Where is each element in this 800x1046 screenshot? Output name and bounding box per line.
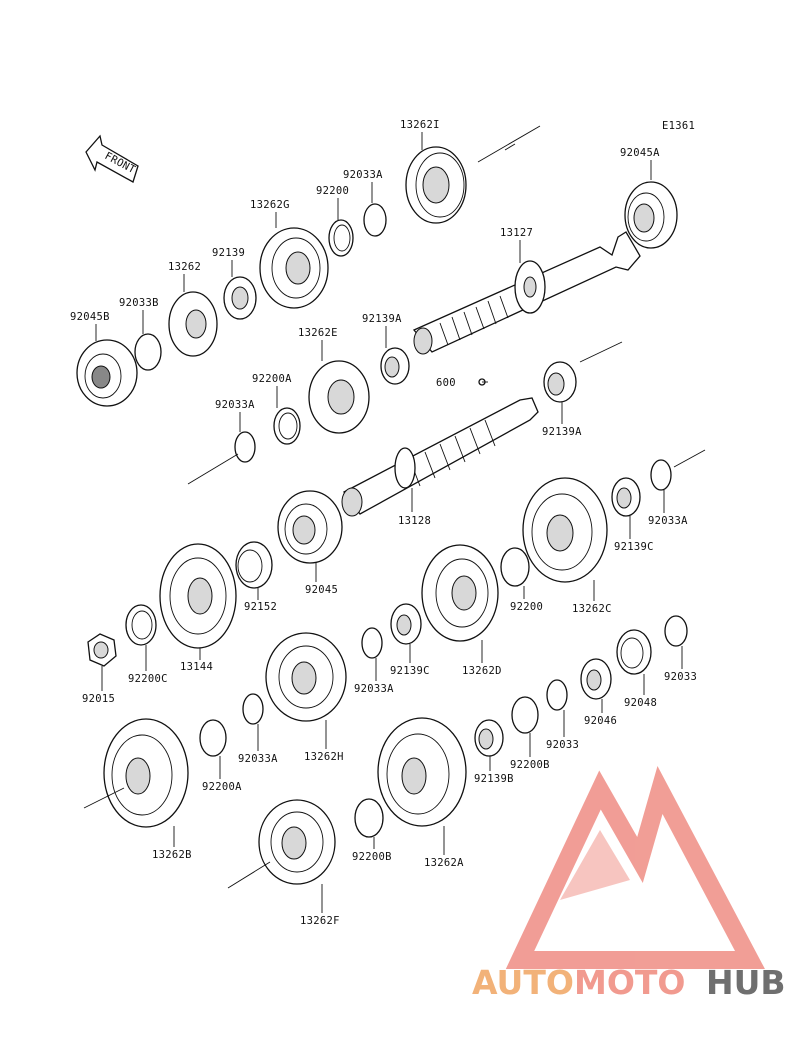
label-92139: 92139 <box>212 247 245 259</box>
label-92139A-upper: 92139A <box>362 313 402 325</box>
circlip-92033A-left <box>187 431 256 485</box>
label-13262A: 13262A <box>424 857 464 869</box>
bearing-92045 <box>277 490 343 564</box>
label-92033A-top: 92033A <box>343 169 383 181</box>
label-92045B: 92045B <box>70 311 110 323</box>
output-shaft-13128 <box>341 341 623 517</box>
washer-92200B-right <box>511 696 539 734</box>
needle-bearing-92139C-mid <box>390 603 422 645</box>
label-92048: 92048 <box>624 697 657 709</box>
label-600: 600 <box>436 377 456 389</box>
washer-92200-mid <box>500 547 530 587</box>
label-13262I: 13262I <box>400 119 440 131</box>
label-92152: 92152 <box>244 601 277 613</box>
collar-92152 <box>235 541 273 589</box>
label-13262E: 13262E <box>298 327 338 339</box>
gear-13262C <box>522 477 608 583</box>
washer-92200C <box>125 604 157 646</box>
gear-13262A <box>377 717 467 827</box>
bushing-92139A-upper <box>380 347 410 385</box>
label-92033A-mid: 92033A <box>354 683 394 695</box>
automotohub-logo-icon <box>505 766 765 969</box>
label-13262B: 13262B <box>152 849 192 861</box>
label-92015: 92015 <box>82 693 115 705</box>
label-13127: 13127 <box>500 227 533 239</box>
automotohub-watermark: AUTO MOTO HUB <box>472 766 786 1002</box>
collar-92048 <box>616 629 652 675</box>
washer-92200B-low <box>354 798 384 838</box>
label-92139B: 92139B <box>474 773 514 785</box>
needle-bearing-92139 <box>223 276 257 320</box>
diagram-code: E1361 <box>662 120 695 132</box>
label-92139C-mid: 92139C <box>390 665 430 677</box>
watermark-word-moto: MOTO <box>574 963 685 1002</box>
label-13144: 13144 <box>180 661 213 673</box>
label-13262D: 13262D <box>462 665 502 677</box>
washer-92200-top <box>328 219 354 257</box>
nut-92015 <box>87 633 117 667</box>
gear-13262D <box>421 544 499 642</box>
watermark-word-auto: AUTO <box>472 963 574 1002</box>
circlip-92033A-top <box>363 203 387 237</box>
gear-13262H <box>265 632 347 722</box>
label-92033A-left: 92033A <box>215 399 255 411</box>
bushing-92139A-lower <box>543 361 577 403</box>
circlip-92033-lower <box>546 679 568 711</box>
label-92045: 92045 <box>305 584 338 596</box>
label-92045A: 92045A <box>620 147 660 159</box>
gear-13262F <box>227 799 336 889</box>
washer-92200A-low <box>199 719 227 757</box>
label-92200A-low: 92200A <box>202 781 242 793</box>
label-13262G: 13262G <box>250 199 290 211</box>
gear-13262I <box>405 146 467 224</box>
label-92033-lower: 92033 <box>546 739 579 751</box>
gear-13262E <box>308 360 370 434</box>
input-shaft-13127 <box>412 125 641 355</box>
watermark-word-hub: HUB <box>706 963 786 1002</box>
needle-bearing-92046 <box>580 658 612 700</box>
label-92200-mid: 92200 <box>510 601 543 613</box>
part-labels: 13262I 92045A 92033A 92200 13262G 92139 … <box>70 119 697 927</box>
label-13262F: 13262F <box>300 915 340 927</box>
label-92200B-right: 92200B <box>510 759 550 771</box>
washer-92200A-upper <box>273 407 301 445</box>
front-arrow-icon: FRONT <box>85 134 139 183</box>
label-92046: 92046 <box>584 715 617 727</box>
label-92200C: 92200C <box>128 673 168 685</box>
bushing-92139B <box>474 719 504 757</box>
gear-13262G <box>259 227 329 309</box>
label-13262: 13262 <box>168 261 201 273</box>
label-92033A-low: 92033A <box>238 753 278 765</box>
sprocket-13144 <box>159 543 237 649</box>
label-92033: 92033 <box>664 671 697 683</box>
circlip-92033B <box>134 333 162 371</box>
circlip-92033A-low <box>242 693 264 725</box>
label-13262H: 13262H <box>304 751 344 763</box>
label-92033A-right: 92033A <box>648 515 688 527</box>
gear-13262B <box>83 718 189 828</box>
label-92200-top: 92200 <box>316 185 349 197</box>
label-13128: 13128 <box>398 515 431 527</box>
label-92139C-right: 92139C <box>614 541 654 553</box>
needle-bearing-92139C-right <box>611 477 641 517</box>
label-92200B-low: 92200B <box>352 851 392 863</box>
label-92200A-upper: 92200A <box>252 373 292 385</box>
label-92139A-lower: 92139A <box>542 426 582 438</box>
bearing-92045A <box>624 181 678 249</box>
circlip-92033A-right <box>650 449 706 491</box>
label-13262C: 13262C <box>572 603 612 615</box>
gear-13262 <box>168 291 218 357</box>
bearing-92045B <box>76 339 138 407</box>
circlip-92033 <box>664 615 688 647</box>
label-92033B: 92033B <box>119 297 159 309</box>
circlip-92033A-mid <box>361 627 383 659</box>
